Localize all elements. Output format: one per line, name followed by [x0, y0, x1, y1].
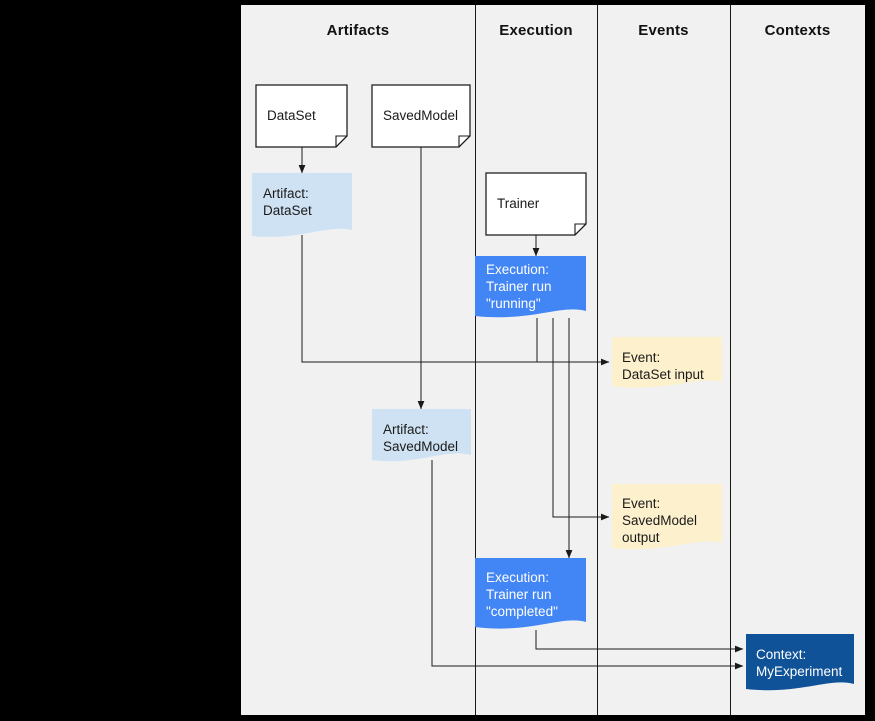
column-header-artifacts: Artifacts	[326, 22, 390, 39]
node-type-dataset[interactable]	[255, 84, 348, 148]
edge-execution-running-to-event-savedmodel-output	[552, 318, 610, 521]
node-artifact-dataset[interactable]	[252, 173, 352, 237]
column-divider-artifacts-execution	[475, 5, 476, 715]
column-divider-events-contexts	[730, 5, 731, 715]
column-header-execution: Execution	[499, 22, 573, 39]
column-divider-execution-events	[597, 5, 598, 715]
node-type-trainer[interactable]	[485, 172, 587, 236]
node-event-savedmodel-output[interactable]	[612, 484, 722, 550]
diagram-canvas: Artifacts Execution Events Contexts	[241, 5, 865, 715]
edge-execution-completed-to-context	[535, 630, 744, 653]
diagram-graphics	[252, 84, 854, 691]
column-header-contexts: Contexts	[764, 22, 831, 39]
node-event-dataset-input[interactable]	[612, 337, 722, 388]
edge-artifact-dataset-to-event-dataset-input	[301, 235, 610, 366]
node-type-savedmodel[interactable]	[371, 84, 471, 148]
edge-artifact-savedmodel-to-context	[431, 460, 744, 670]
column-header-events: Events	[638, 22, 689, 39]
node-execution-completed[interactable]	[475, 558, 586, 629]
node-execution-running[interactable]	[475, 256, 586, 318]
node-artifact-savedmodel[interactable]	[372, 409, 471, 462]
node-context-myexperiment[interactable]	[746, 634, 854, 691]
